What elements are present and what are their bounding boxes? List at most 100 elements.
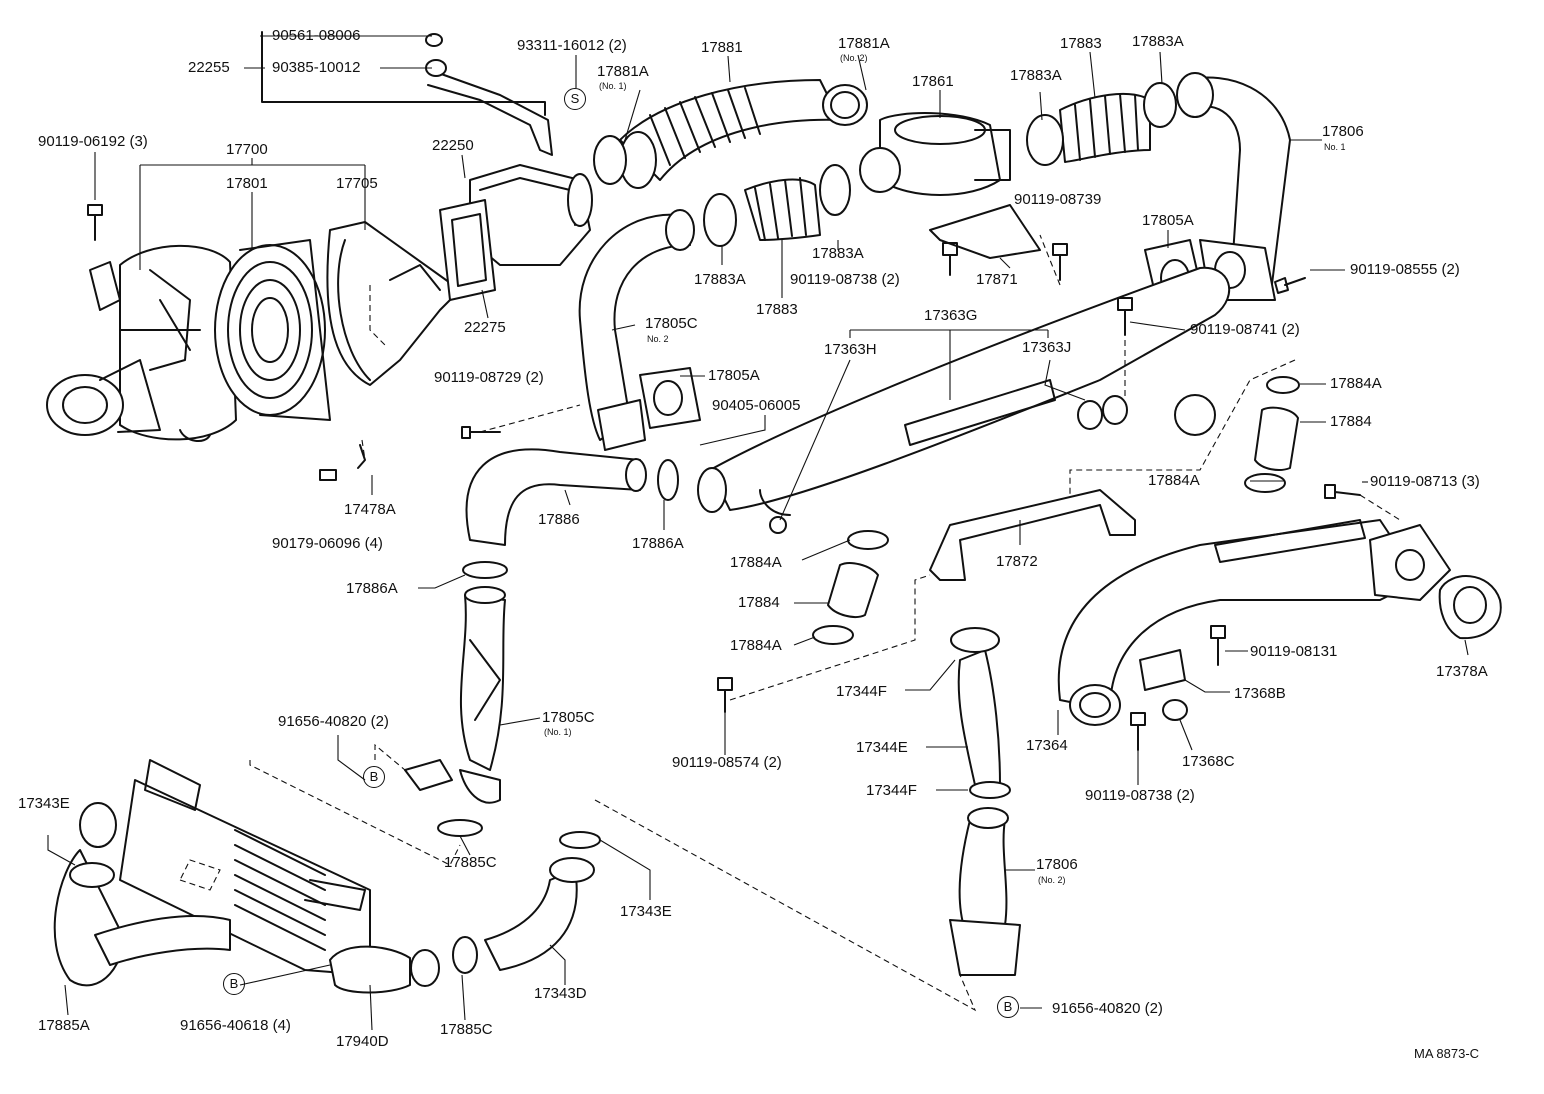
label-22255: 22255	[188, 59, 230, 76]
label-17805c-no2: 17805C	[645, 315, 698, 332]
clamp-17343e-right	[559, 831, 601, 849]
label-17805a-right: 17805A	[1142, 212, 1194, 229]
label-17805c-no1: 17805C	[542, 709, 595, 726]
clamp-17885a	[69, 862, 115, 888]
label-17886a-mid: 17886A	[632, 535, 684, 552]
label-17806-no1: 17806	[1322, 123, 1364, 140]
label-91656-40820-left: 91656-40820 (2)	[278, 713, 389, 730]
label-17801: 17801	[226, 175, 268, 192]
label-90119-06192: 90119-06192 (3)	[38, 133, 148, 150]
label-22250: 22250	[432, 137, 474, 154]
label-17884a-l2: 17884A	[730, 637, 782, 654]
label-17806-no2-no: (No. 2)	[1038, 875, 1066, 885]
air-pipe-17806-no2	[949, 807, 1021, 976]
air-hose-17883-lower	[703, 164, 851, 247]
gasket-17378a	[1438, 575, 1502, 640]
label-91656-40820-right: 91656-40820 (2)	[1052, 1000, 1163, 1017]
clamp-17885c-low	[452, 936, 478, 974]
diagram-reference-code: MA 8873-C	[1414, 1046, 1480, 1061]
label-90119-08738-top: 90119-08738 (2)	[790, 271, 900, 288]
label-17883a-low1: 17883A	[694, 271, 746, 288]
label-17884a-l1: 17884A	[730, 554, 782, 571]
label-17885c-low: 17885C	[440, 1021, 493, 1038]
label-17872: 17872	[996, 553, 1038, 570]
air-flow-meter-22250	[439, 164, 593, 301]
label-17368b: 17368B	[1234, 685, 1286, 702]
label-90119-08131: 90119-08131	[1250, 643, 1338, 660]
filter-element-17801	[214, 239, 331, 421]
label-22275: 22275	[464, 319, 506, 336]
label-17884a-r2: 17884A	[1148, 472, 1200, 489]
label-17343e-right: 17343E	[620, 903, 672, 920]
label-17805c-no2-no: No. 2	[647, 334, 669, 344]
label-17700: 17700	[226, 141, 268, 158]
label-17343d: 17343D	[534, 985, 587, 1002]
label-17885a: 17885A	[38, 1017, 90, 1034]
label-17363j: 17363J	[1022, 339, 1072, 356]
label-17883-top: 17883	[1060, 35, 1102, 52]
clamp-17885c-top	[437, 819, 483, 837]
callout-b-right: B	[997, 996, 1019, 1018]
label-17344f-top: 17344F	[836, 683, 887, 700]
bracket-22255	[261, 31, 553, 156]
label-17883a-mid: 17883A	[1010, 67, 1062, 84]
label-17344f-low: 17344F	[866, 782, 917, 799]
label-90405-06005: 90405-06005	[712, 397, 801, 414]
label-17478a: 17478A	[344, 501, 396, 518]
label-90119-08739: 90119-08739	[1014, 191, 1102, 208]
label-17884a-r1: 17884A	[1330, 375, 1382, 392]
bracket-17872	[929, 489, 1136, 581]
intercooler-duct-17364	[1057, 519, 1451, 726]
label-17883a-low2: 17883A	[812, 245, 864, 262]
label-17881a-mid: 17881A	[597, 63, 649, 80]
air-pipe-17805c-no1	[404, 561, 508, 804]
label-17884-l: 17884	[738, 594, 780, 611]
label-17861: 17861	[912, 73, 954, 90]
label-17805c-no1-no: (No. 1)	[544, 727, 572, 737]
label-17883a-top: 17883A	[1132, 33, 1184, 50]
label-17705: 17705	[336, 175, 378, 192]
label-90179-06096: 90179-06096 (4)	[272, 535, 383, 552]
intercooler-duct-17363g	[709, 266, 1231, 534]
intake-connector-17861	[859, 112, 1041, 259]
label-90119-08555: 90119-08555 (2)	[1350, 261, 1460, 278]
label-17344e: 17344E	[856, 739, 908, 756]
label-17806-no1-no: No. 1	[1324, 142, 1346, 152]
gasket-17805a-mid	[639, 367, 701, 429]
label-17881: 17881	[701, 39, 743, 56]
label-17881a-mid-no: (No. 1)	[599, 81, 627, 91]
callout-b-left: B	[363, 766, 385, 788]
air-cleaner-cap-17705	[326, 221, 461, 386]
label-90561-08006: 90561-08006	[272, 27, 361, 44]
label-17885c-top: 17885C	[444, 854, 497, 871]
label-17881a-top-no: (No. 2)	[840, 53, 868, 63]
label-17883-low: 17883	[756, 301, 798, 318]
hose-17884-right	[1244, 376, 1300, 493]
intercooler-17940d	[53, 759, 440, 994]
label-90119-08574: 90119-08574 (2)	[672, 754, 782, 771]
label-17881a-top: 17881A	[838, 35, 890, 52]
air-hose-17881	[593, 79, 868, 189]
callout-s: S	[564, 88, 586, 110]
callout-b-bottom: B	[223, 973, 245, 995]
label-17343e-left: 17343E	[18, 795, 70, 812]
label-90119-08729: 90119-08729 (2)	[434, 369, 544, 386]
hose-17344e	[950, 627, 1011, 799]
dashed-connections	[179, 234, 1401, 1012]
label-17884-r: 17884	[1330, 413, 1372, 430]
label-17363h: 17363H	[824, 341, 877, 358]
label-17871: 17871	[976, 271, 1018, 288]
label-93311-16012: 93311-16012 (2)	[517, 37, 627, 54]
air-cleaner-case-17700	[46, 244, 237, 442]
label-90119-08713: 90119-08713 (3)	[1370, 473, 1480, 490]
label-90119-08741: 90119-08741 (2)	[1190, 321, 1300, 338]
label-17805a-mid: 17805A	[708, 367, 760, 384]
hose-17343d	[484, 857, 595, 971]
bolts	[87, 204, 1361, 751]
label-17806-no2: 17806	[1036, 856, 1078, 873]
label-17368c: 17368C	[1182, 753, 1235, 770]
label-90385-10012: 90385-10012	[272, 59, 361, 76]
label-17378a: 17378A	[1436, 663, 1488, 680]
